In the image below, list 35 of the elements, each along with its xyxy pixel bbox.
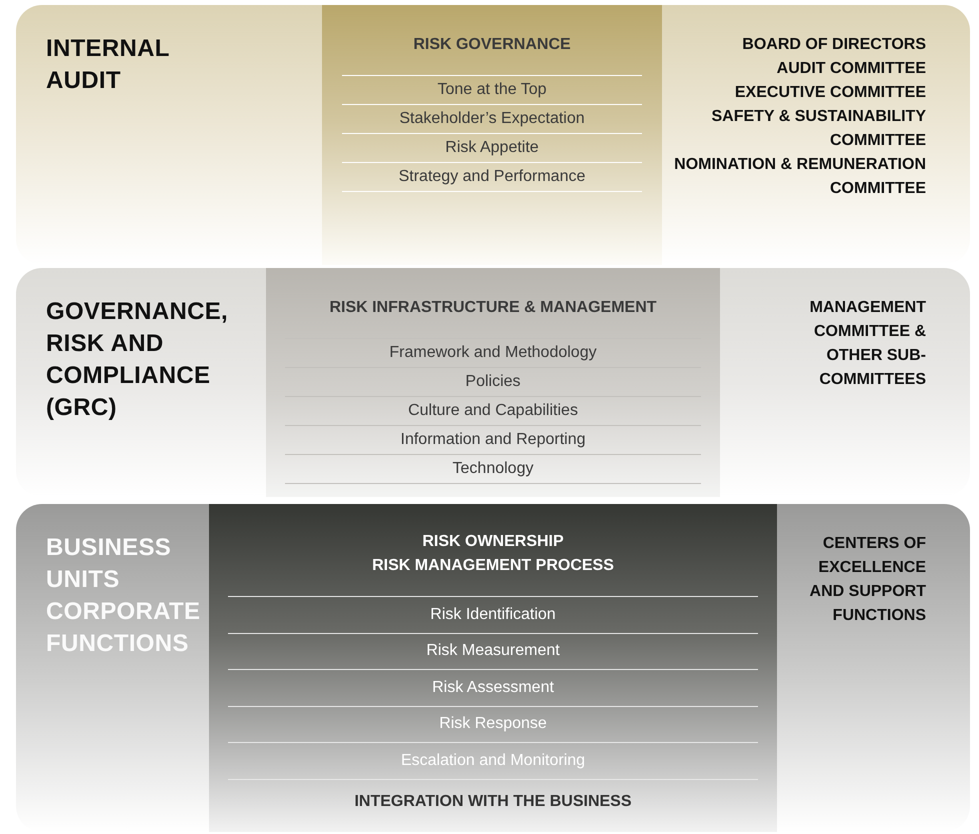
responsible-body: SAFETY & SUSTAINABILITY COMMITTEE bbox=[710, 107, 926, 151]
tier-title: INTERNAL AUDIT bbox=[46, 34, 170, 96]
panel-heading: RISK MANAGEMENT PROCESS bbox=[372, 556, 614, 576]
responsible-body: MANAGEMENT COMMITTEE & OTHER SUB-COMMITTEES bbox=[808, 298, 926, 390]
process-panel bbox=[322, 5, 662, 265]
tier-band bbox=[16, 5, 970, 265]
responsible-body: EXECUTIVE COMMITTEE bbox=[734, 83, 926, 103]
tier-band bbox=[16, 504, 970, 832]
list-item: Risk Measurement bbox=[228, 634, 758, 670]
responsible-body: BOARD OF DIRECTORS bbox=[742, 35, 926, 55]
panel-heading: RISK OWNERSHIP bbox=[422, 532, 564, 552]
list-item: Policies bbox=[285, 368, 701, 397]
list-item: Culture and Capabilities bbox=[285, 397, 701, 426]
list-item: Risk Identification bbox=[228, 597, 758, 634]
list-item: Stakeholder’s Expectation bbox=[342, 105, 642, 134]
responsible-body: NOMINATION & REMUNERATION COMMITTEE bbox=[673, 155, 926, 199]
list-item: Tone at the Top bbox=[342, 76, 642, 105]
tier-title: BUSINESS UNITS CORPORATE FUNCTIONS bbox=[46, 533, 202, 659]
panel-footer: INTEGRATION WITH THE BUSINESS bbox=[354, 790, 632, 814]
panel-heading: RISK INFRASTRUCTURE & MANAGEMENT bbox=[329, 298, 657, 318]
list-item: Strategy and Performance bbox=[342, 163, 642, 192]
list-item: Risk Appetite bbox=[342, 134, 642, 163]
tier-title: GOVERNANCE, RISK AND COMPLIANCE (GRC) bbox=[46, 297, 229, 423]
list-item: Escalation and Monitoring bbox=[228, 743, 758, 780]
process-panel bbox=[209, 504, 777, 832]
responsible-body: CENTERS OF EXCELLENCE AND SUPPORT FUNCTIONS bbox=[808, 534, 926, 626]
list-item: Risk Assessment bbox=[228, 670, 758, 706]
process-panel bbox=[266, 268, 720, 497]
tier-band bbox=[16, 268, 970, 497]
list-item: Risk Response bbox=[228, 706, 758, 743]
panel-heading: RISK GOVERNANCE bbox=[413, 35, 571, 55]
responsible-body: AUDIT COMMITTEE bbox=[776, 59, 926, 79]
list-item: Information and Reporting bbox=[285, 426, 701, 455]
list-item: Technology bbox=[285, 455, 701, 484]
list-item: Framework and Methodology bbox=[285, 339, 701, 368]
